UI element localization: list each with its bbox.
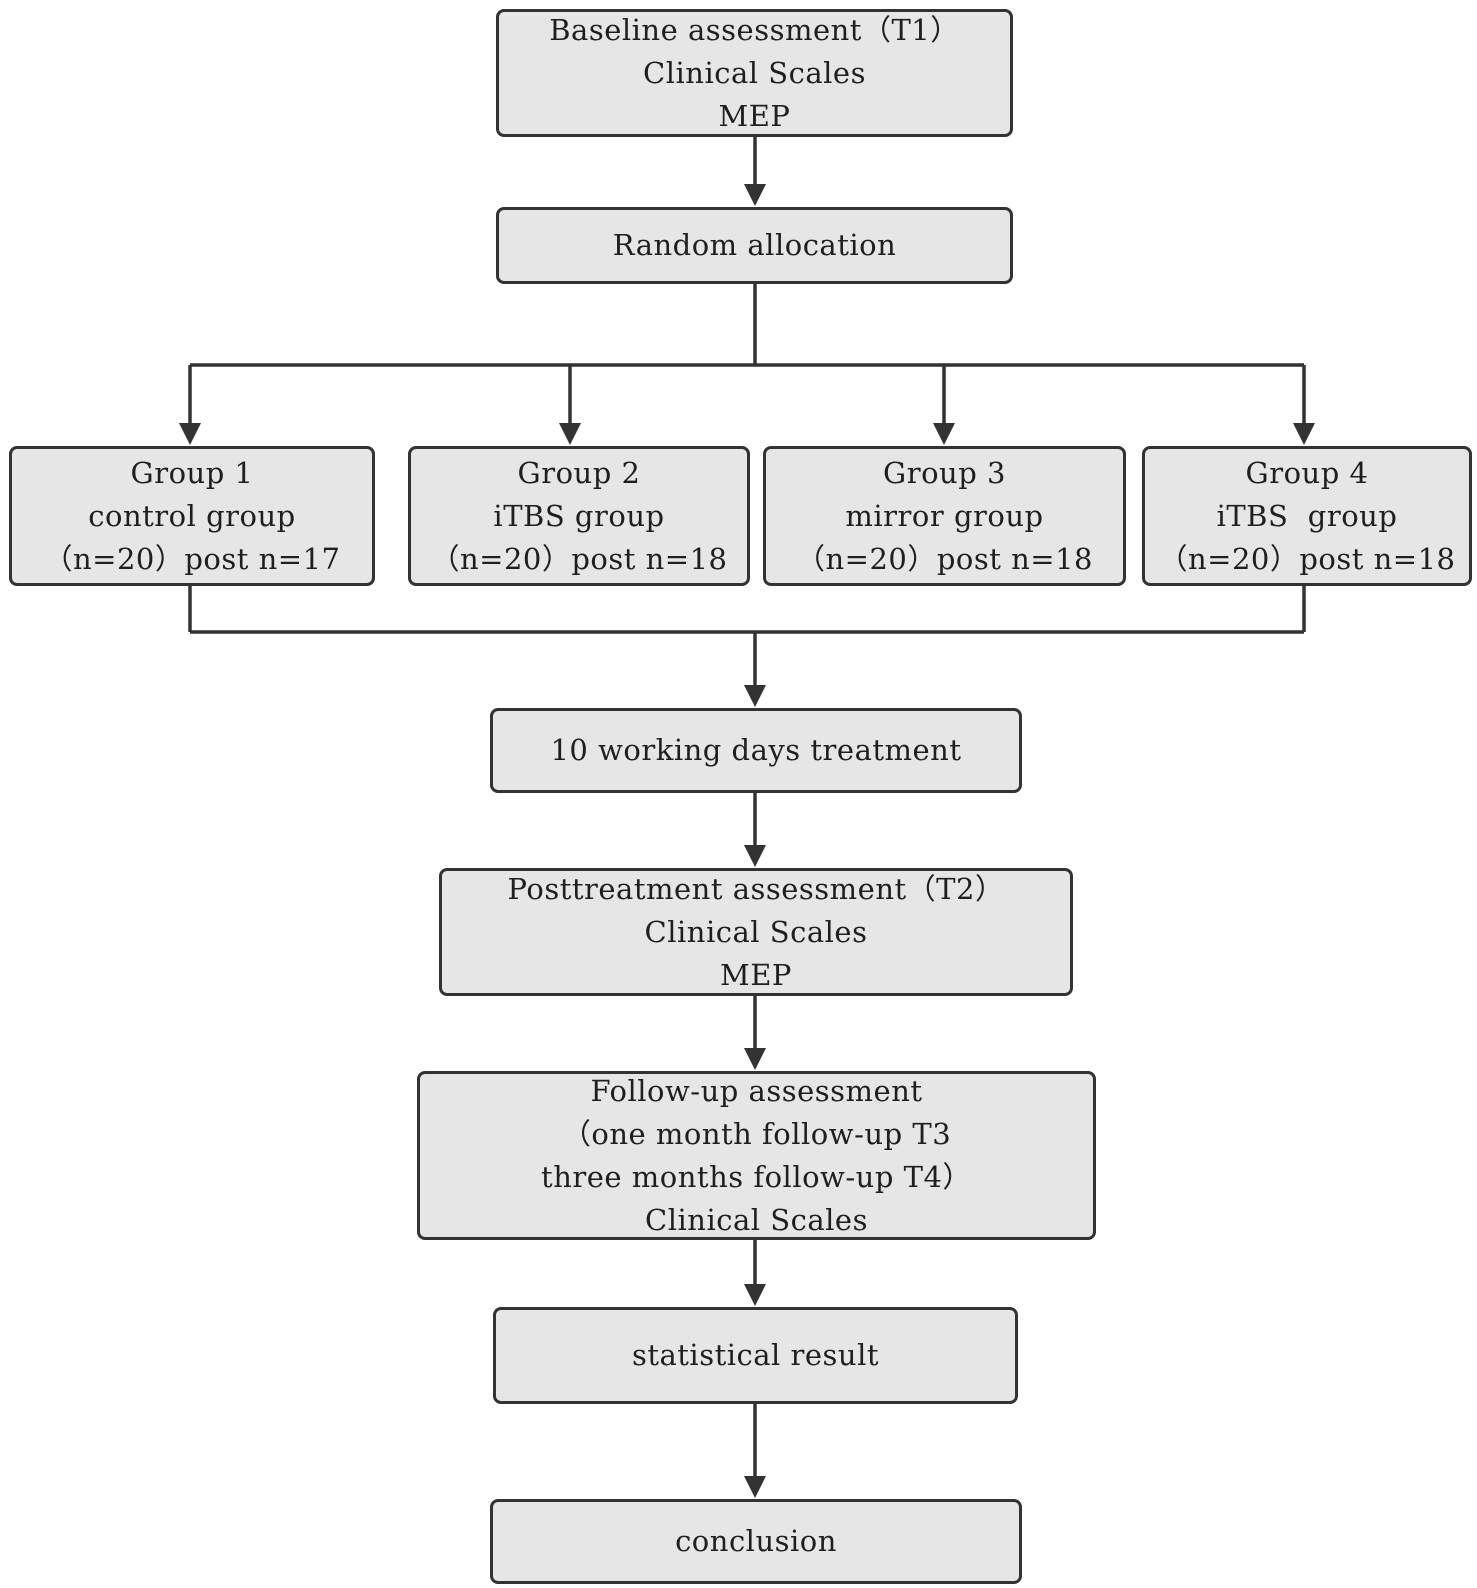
posttreatment-scales: Clinical Scales [644, 914, 868, 949]
followup-title: Follow-up assessment [590, 1073, 923, 1108]
followup-one-month: （one month follow-up T3 [561, 1116, 952, 1151]
arrowhead-to-group1 [179, 423, 201, 445]
group-4-counts: （n=20）post n=18 [1158, 541, 1456, 576]
group-1-title: Group 1 [130, 455, 254, 490]
group-1-counts: （n=20）post n=17 [43, 541, 341, 576]
group-1-box: Group 1 control group （n=20）post n=17 [9, 446, 375, 586]
followup-assessment-box: Follow-up assessment （one month follow-u… [417, 1071, 1096, 1240]
random-allocation-box: Random allocation [496, 207, 1013, 284]
arrowhead-statistical-to-conclusion [744, 1476, 766, 1498]
arrowhead-to-group4 [1293, 423, 1315, 445]
random-allocation-label: Random allocation [612, 228, 897, 262]
treatment-label: 10 working days treatment [550, 733, 962, 767]
treatment-box: 10 working days treatment [490, 708, 1022, 793]
followup-three-months: three months follow-up T4） [541, 1159, 972, 1194]
statistical-result-label: statistical result [631, 1338, 880, 1372]
group-3-type: mirror group [845, 498, 1044, 533]
baseline-assessment-box: Baseline assessment（T1） Clinical Scales … [496, 9, 1013, 137]
group-4-title: Group 4 [1245, 455, 1369, 490]
posttreatment-title: Posttreatment assessment（T2） [507, 871, 1005, 906]
conclusion-label: conclusion [675, 1524, 837, 1558]
group-2-counts: （n=20）post n=18 [430, 541, 728, 576]
baseline-title: Baseline assessment（T1） [549, 12, 960, 47]
conclusion-box: conclusion [490, 1499, 1022, 1584]
arrowhead-merge-to-treatment [744, 685, 766, 707]
followup-scales: Clinical Scales [645, 1202, 868, 1237]
baseline-mep: MEP [718, 98, 791, 133]
group-2-title: Group 2 [517, 455, 641, 490]
group-3-title: Group 3 [883, 455, 1006, 490]
arrowhead-followup-to-statistical [744, 1284, 766, 1306]
group-4-type: iTBS group [1216, 498, 1398, 533]
baseline-scales: Clinical Scales [643, 55, 866, 90]
group-2-type: iTBS group [493, 498, 665, 533]
posttreatment-mep: MEP [720, 957, 792, 992]
posttreatment-assessment-box: Posttreatment assessment（T2） Clinical Sc… [439, 868, 1073, 996]
group-3-box: Group 3 mirror group （n=20）post n=18 [763, 446, 1126, 586]
arrowhead-baseline-to-random [744, 184, 766, 206]
group-2-box: Group 2 iTBS group （n=20）post n=18 [408, 446, 750, 586]
arrowhead-to-group3 [933, 423, 955, 445]
arrowhead-post-to-followup [744, 1048, 766, 1070]
group-3-counts: （n=20）post n=18 [795, 541, 1094, 576]
statistical-result-box: statistical result [493, 1307, 1018, 1404]
group-4-box: Group 4 iTBS group （n=20）post n=18 [1142, 446, 1472, 586]
arrowhead-to-group2 [559, 423, 581, 445]
arrowhead-treatment-to-post [744, 845, 766, 867]
group-1-type: control group [88, 498, 296, 533]
